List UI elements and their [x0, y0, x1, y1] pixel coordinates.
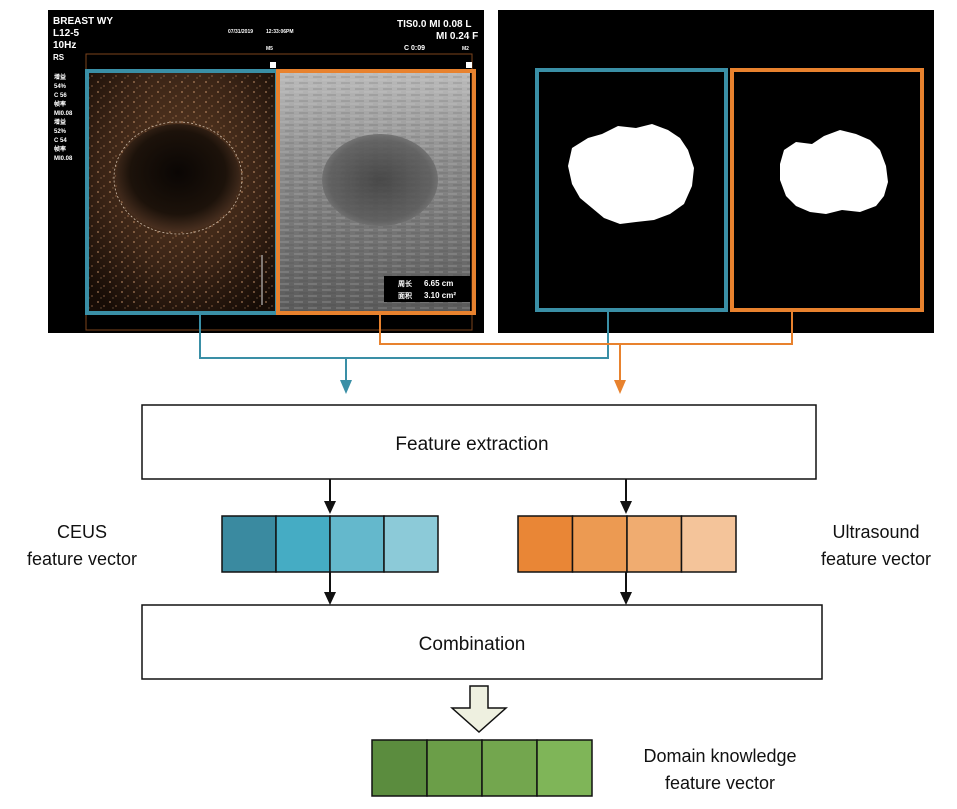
- ceus-vector-cell-1: [275, 515, 331, 573]
- param-b-1: 52%: [54, 129, 67, 135]
- ultrasound-image-panel: BREAST WY L12-5 10Hz RS 07/31/2019 12:33…: [48, 10, 484, 333]
- extraction-arrows: [324, 479, 632, 514]
- ceus-vector-cell-3: [383, 515, 439, 573]
- param-b-0: 增益: [54, 118, 66, 126]
- meas-perimeter-label: 周长: [398, 279, 413, 288]
- us-text-rs: RS: [53, 53, 65, 62]
- us-lesion-mask: [780, 130, 888, 214]
- connectors: [199, 312, 793, 394]
- ceus-label-line1: CEUS: [57, 522, 107, 542]
- ceus-vector-cell-2: [329, 515, 385, 573]
- us-text-probe: L12-5: [53, 28, 80, 39]
- segmentation-mask-panel: [498, 10, 934, 333]
- ceus-feature-vector: [221, 515, 439, 573]
- dk-vector-cell-0: [371, 739, 428, 797]
- us-label-line2: feature vector: [821, 549, 931, 569]
- us-text-m-left: M5: [266, 46, 273, 52]
- meas-perimeter-value: 6.65 cm: [424, 279, 453, 288]
- combination-label: Combination: [419, 634, 526, 655]
- combination-box: Combination: [141, 604, 823, 680]
- ceus-lesion: [116, 124, 240, 232]
- dk-vector-cell-2: [481, 739, 538, 797]
- ceus-lesion-contour: [113, 121, 243, 235]
- ceus-lesion-mask: [568, 124, 694, 224]
- us-text-date: 07/31/2019: [228, 29, 253, 35]
- arrow-ceus-to-comb-head: [324, 592, 336, 605]
- meas-area-value: 3.10 cm²: [424, 291, 456, 300]
- arrow-fe-to-ceus-head: [324, 501, 336, 514]
- us-text-title: BREAST WY: [53, 16, 113, 27]
- us-feature-vector: [517, 515, 737, 573]
- param-a-1: 54%: [54, 84, 67, 90]
- feature-extraction-label: Feature extraction: [395, 434, 548, 455]
- param-a-3: 帧率: [54, 100, 66, 108]
- feature-extraction-box: Feature extraction: [141, 404, 817, 480]
- us-arrowhead: [614, 380, 626, 394]
- meas-area-label: 面积: [398, 291, 412, 300]
- us-region-outline: [276, 69, 476, 315]
- dk-label-line2: feature vector: [665, 773, 775, 793]
- us-params-b: 增益 52% C 54 帧率 MI0.08: [54, 118, 73, 162]
- param-a-2: C 56: [54, 93, 67, 99]
- dk-vector-cell-3: [536, 739, 593, 797]
- us-vector-cell-0: [517, 515, 574, 573]
- param-a-0: 增益: [54, 73, 66, 81]
- us-text-time: 12:33:06PM: [266, 29, 294, 35]
- us-vector-cell-3: [680, 515, 737, 573]
- param-b-3: 帧率: [54, 145, 66, 153]
- us-vector-cell-1: [571, 515, 628, 573]
- feature-extraction-rect: [141, 404, 817, 480]
- dk-vector-cell-1: [426, 739, 483, 797]
- us-connector: [379, 312, 793, 345]
- us-text-freq: 10Hz: [53, 40, 76, 51]
- domain-knowledge-feature-vector: [371, 739, 593, 797]
- ceus-arrowhead: [340, 380, 352, 394]
- param-b-4: MI0.08: [54, 156, 73, 162]
- bmode-lesion: [322, 134, 438, 226]
- param-a-4: MI0.08: [54, 111, 73, 117]
- arrow-fe-to-us-head: [620, 501, 632, 514]
- us-label-line1: Ultrasound: [832, 522, 919, 542]
- us-text-c: C 0:09: [404, 45, 425, 52]
- us-params-a: 增益 54% C 56 帧率 MI0.08: [54, 73, 73, 117]
- ceus-connector: [199, 312, 609, 359]
- measurement-box: [384, 276, 470, 302]
- marker-left: [270, 62, 276, 68]
- dk-label-line1: Domain knowledge: [643, 746, 796, 766]
- combination-rect: [141, 604, 823, 680]
- marker-right: [466, 62, 472, 68]
- hollow-down-arrow: [450, 685, 508, 734]
- combination-arrows: [324, 572, 632, 605]
- us-text-mi: MI 0.24 F: [436, 31, 478, 42]
- ceus-label-line2: feature vector: [27, 549, 137, 569]
- ceus-vector-cell-0: [221, 515, 277, 573]
- us-vector-cell-2: [626, 515, 683, 573]
- param-b-2: C 54: [54, 138, 67, 144]
- arrow-us-to-comb-head: [620, 592, 632, 605]
- us-text-tis: TIS0.0 MI 0.08 L: [397, 19, 471, 30]
- us-text-m-right: M2: [462, 46, 469, 52]
